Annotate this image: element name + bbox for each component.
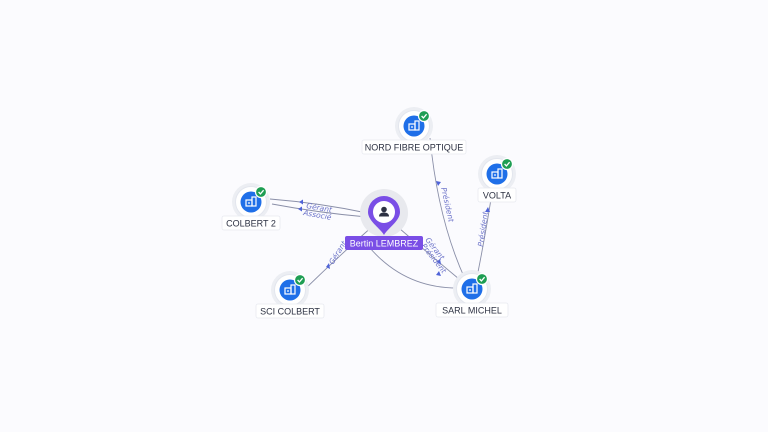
edge-person-sci [303, 224, 375, 291]
verified-check-icon [500, 157, 514, 171]
building-icon [245, 196, 257, 207]
building-icon [284, 284, 296, 295]
edge-person-colbert2 [269, 198, 368, 214]
node-label-box [477, 187, 517, 203]
arrow-person-sarl-lower [436, 271, 441, 276]
arrow-person-sci [326, 263, 330, 269]
arrow-person-sarl [436, 259, 441, 264]
verified-check-icon [254, 185, 268, 199]
node-label-box [255, 303, 325, 319]
company-node-nord-fibre-optique[interactable]: NORD FIBRE OPTIQUE [361, 107, 467, 155]
node-label-box [361, 139, 467, 155]
edge-sarl-nord [429, 137, 466, 280]
verified-check-icon [475, 272, 489, 286]
company-name-label: VOLTA [483, 191, 511, 201]
verified-check-icon [417, 109, 431, 123]
arrow-sarl-nord [436, 181, 441, 186]
edge-person-colbert2-second [271, 203, 368, 218]
person-name-label: Bertin LEMBREZ [350, 239, 419, 249]
person-node[interactable]: Bertin LEMBREZ [345, 189, 423, 250]
arrow-person-colbert2-second [298, 206, 302, 212]
edge-label-president-volta: Président [476, 210, 490, 247]
building-icon [491, 168, 503, 179]
company-name-label: COLBERT 2 [226, 219, 276, 229]
company-name-label: SARL MICHEL [442, 306, 502, 316]
building-icon [466, 283, 478, 294]
company-node-sarl-michel[interactable]: SARL MICHEL [435, 270, 509, 318]
building-icon [408, 120, 420, 131]
node-label-box [435, 302, 509, 318]
company-node-sci-colbert[interactable]: SCI COLBERT [255, 271, 325, 319]
verified-check-icon [293, 273, 307, 287]
user-icon [379, 206, 389, 217]
company-node-volta[interactable]: VOLTA [477, 155, 517, 203]
person-label-box [345, 236, 423, 250]
node-label-box [221, 215, 281, 231]
edge-label-president-nord: Président [439, 186, 456, 223]
company-name-label: NORD FIBRE OPTIQUE [365, 143, 464, 153]
company-node-colbert-2[interactable]: COLBERT 2 [221, 183, 281, 231]
arrow-sarl-volta [485, 207, 490, 212]
arrow-person-colbert2 [299, 199, 303, 205]
company-name-label: SCI COLBERT [260, 307, 320, 317]
